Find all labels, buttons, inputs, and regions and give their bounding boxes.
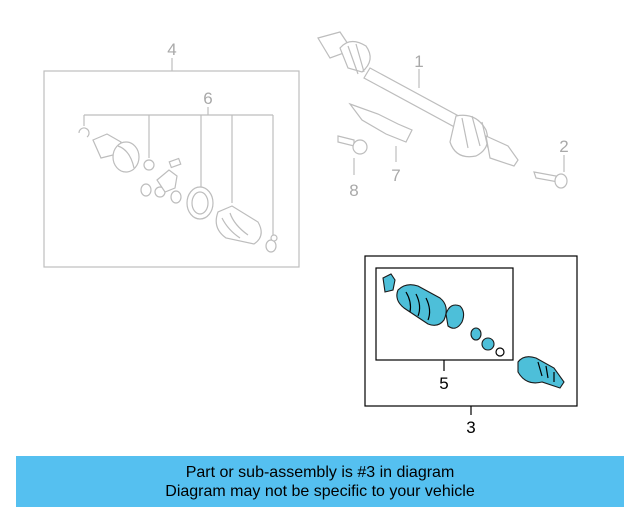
callout-8: 8	[349, 181, 358, 200]
callout-6: 6	[203, 89, 212, 108]
callout-2: 2	[559, 137, 568, 156]
callout-7: 7	[391, 166, 400, 185]
axle-assembly-1	[317, 31, 568, 189]
ring-part-2	[481, 337, 495, 351]
banner-line-1: Part or sub-assembly is #3 in diagram	[185, 463, 455, 481]
info-banner: Part or sub-assembly is #3 in diagram Di…	[16, 456, 624, 507]
clamp-part	[445, 304, 465, 329]
boot-part	[396, 284, 447, 326]
subassembly-box-3	[364, 255, 578, 415]
parts-diagram: 4 6 1 2 7 8 5 3	[43, 31, 578, 437]
callout-5: 5	[439, 374, 448, 393]
small-clamp-part	[382, 273, 396, 293]
banner-line-2: Diagram may not be specific to your vehi…	[165, 482, 475, 500]
callout-3: 3	[466, 418, 475, 437]
subassembly-box-4	[43, 58, 300, 268]
callout-1: 1	[414, 52, 423, 71]
ring-part	[470, 327, 482, 341]
callout-4: 4	[167, 40, 176, 59]
